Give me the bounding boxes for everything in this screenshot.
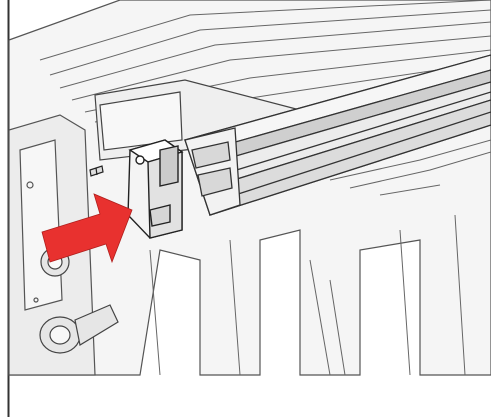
- support-rails: [329, 139, 491, 196]
- rail-profile: [183, 54, 491, 216]
- end-cap: [127, 139, 184, 239]
- lower-structure: [149, 214, 466, 376]
- screw-icon: [89, 165, 104, 177]
- insert-arrow-icon: [41, 193, 133, 264]
- top-panel: [39, 0, 491, 123]
